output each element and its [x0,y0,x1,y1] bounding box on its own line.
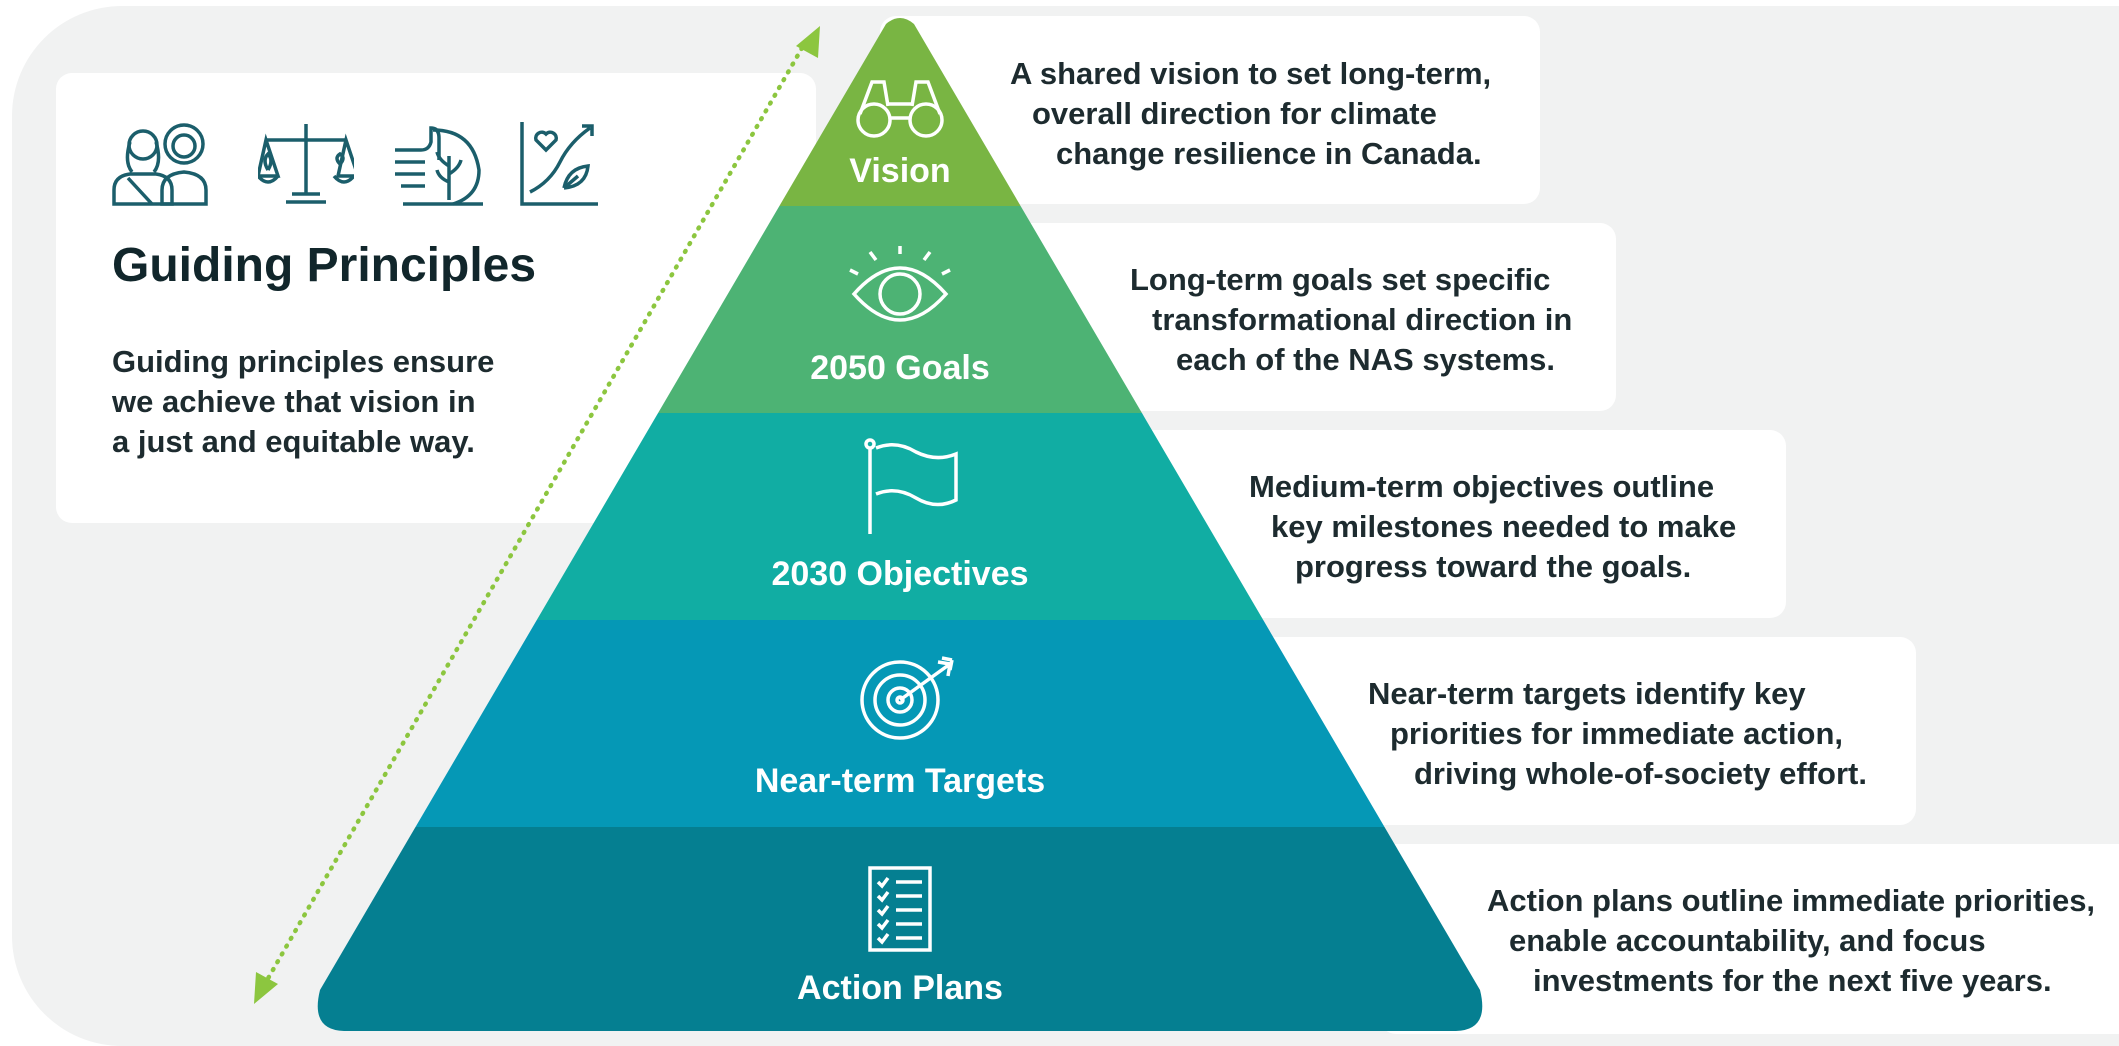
description-line: priorities for immediate action, [1390,716,1844,751]
balance-scale-icon [258,124,354,204]
description-line: A shared vision to set long-term, [1010,56,1492,91]
description-line: each of the NAS systems. [1176,342,1556,377]
description-line: driving whole-of-society effort. [1414,756,1867,791]
tier-label-action-plans: Action Plans [797,969,1003,1007]
goals-description: Long-term goals set specific transformat… [1130,260,1572,380]
targets-description: Near-term targets identify key prioritie… [1368,674,1867,794]
vision-description: A shared vision to set long-term, overal… [1010,54,1491,174]
description-line: Long-term goals set specific [1130,262,1551,297]
arrow-head-down [254,972,278,1004]
people-icon [112,123,208,206]
description-line: enable accountability, and focus [1509,923,1986,958]
description-line: transformational direction in [1152,302,1573,337]
binoculars-icon [856,80,944,138]
eye-icon [849,246,951,322]
action-plans-description: Action plans outline immediate prioritie… [1487,881,2095,1001]
tier-label-targets: Near-term Targets [755,762,1045,800]
description-line: Medium-term objectives outline [1249,469,1715,504]
description-line: key milestones needed to make [1271,509,1737,544]
tier-label-objectives: 2030 Objectives [771,555,1028,593]
action-plans-description-card [1380,844,2119,1034]
checklist-icon [868,866,932,952]
guiding-principles-text: Guiding principles ensure we achieve tha… [112,342,494,462]
description-line: change resilience in Canada. [1056,136,1482,171]
hand-with-plant-icon [395,126,483,206]
tier-band-action-plans [317,827,1483,1031]
tier-label-goals: 2050 Goals [810,349,990,387]
guiding-principles-title: Guiding Principles [112,239,537,292]
guiding-principles-line: a just and equitable way. [112,424,475,459]
flag-icon [864,438,958,534]
growth-chart-icon [520,122,598,206]
guiding-principles-line: we achieve that vision in [112,384,476,419]
guiding-principles-line: Guiding principles ensure [112,344,495,379]
description-line: investments for the next five years. [1533,963,2052,998]
description-line: Action plans outline immediate prioritie… [1487,883,2096,918]
description-line: Near-term targets identify key [1368,676,1806,711]
target-icon [860,656,954,740]
tier-label-vision: Vision [849,152,950,190]
description-line: overall direction for climate [1032,96,1437,131]
scope-arrow-line [263,45,805,985]
description-line: progress toward the goals. [1295,549,1692,584]
objectives-description: Medium-term objectives outline key miles… [1249,467,1736,587]
arrow-head-up [796,26,820,58]
